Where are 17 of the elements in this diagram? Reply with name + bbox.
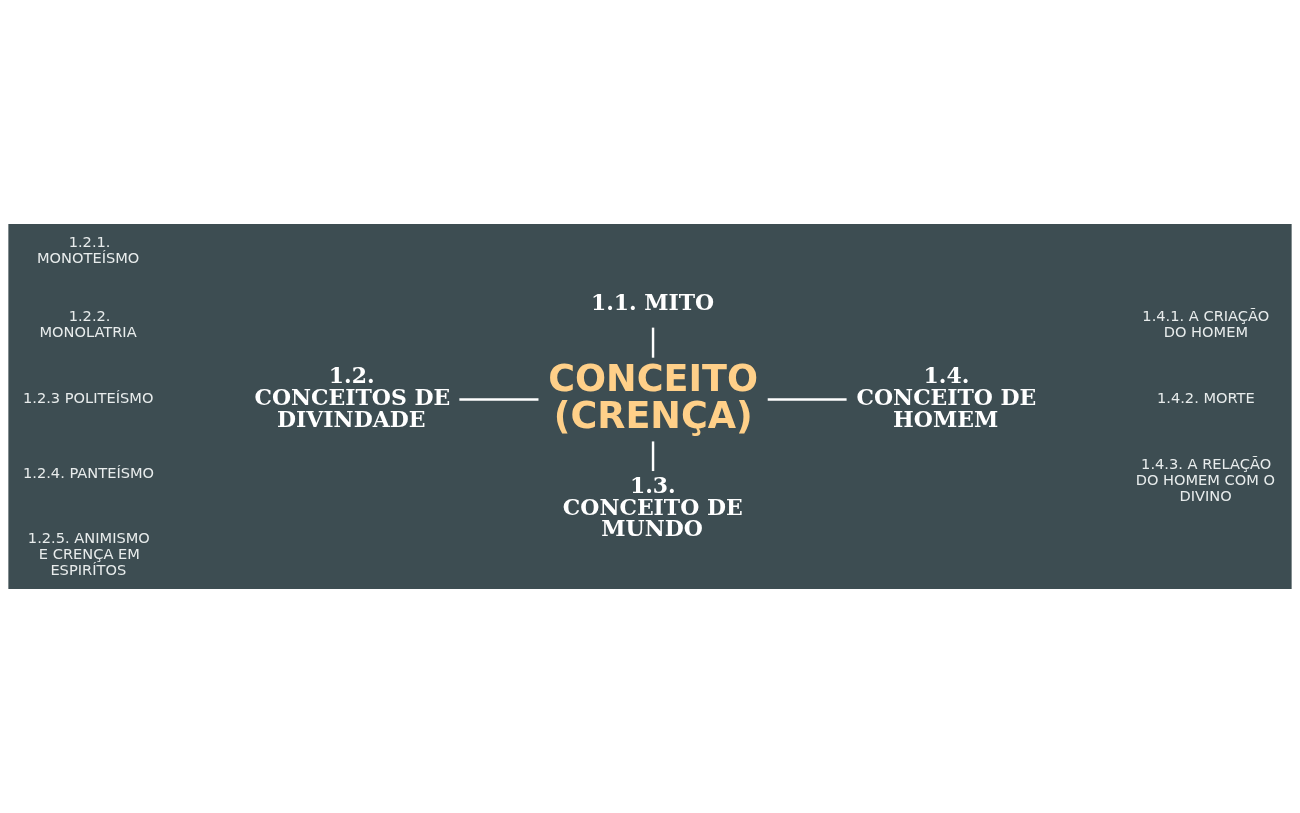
node-text: 1.2. CONCEITOS DE DIVINDADE: [254, 361, 451, 432]
connector: [651, 441, 655, 472]
node-label: 1.2.5. ANIMISMO E CRENÇA EM ESPIRÍTOS: [27, 529, 150, 579]
node-label: 1.2.1. MONOTEÍSMO: [36, 232, 140, 266]
node-label: 1.2.4. PANTEÍSMO: [22, 463, 155, 481]
node-label: 1.2.2. MONOLATRIA: [39, 307, 137, 340]
node-text: 1.1. MITO: [590, 288, 715, 315]
node-label: 1.4.3. A RELAÇÃO DO HOMEM COM O DIVINO: [1135, 455, 1276, 504]
node-text: CONCEITO (CRENÇA): [548, 356, 759, 437]
node-label: 1.2.3 POLITEÍSMO: [22, 389, 154, 407]
node-label: 1.4.2. MORTE: [1156, 389, 1255, 407]
node-text: 1.4. CONCEITO DE HOMEM: [856, 361, 1037, 432]
connector: [651, 327, 655, 358]
node-label: 1.4.1. A CRIAÇÃO DO HOMEM: [1142, 307, 1270, 340]
connector: [459, 398, 539, 401]
node-text: 1.3. CONCEITO DE MUNDO: [562, 471, 743, 542]
connector: [767, 398, 847, 401]
